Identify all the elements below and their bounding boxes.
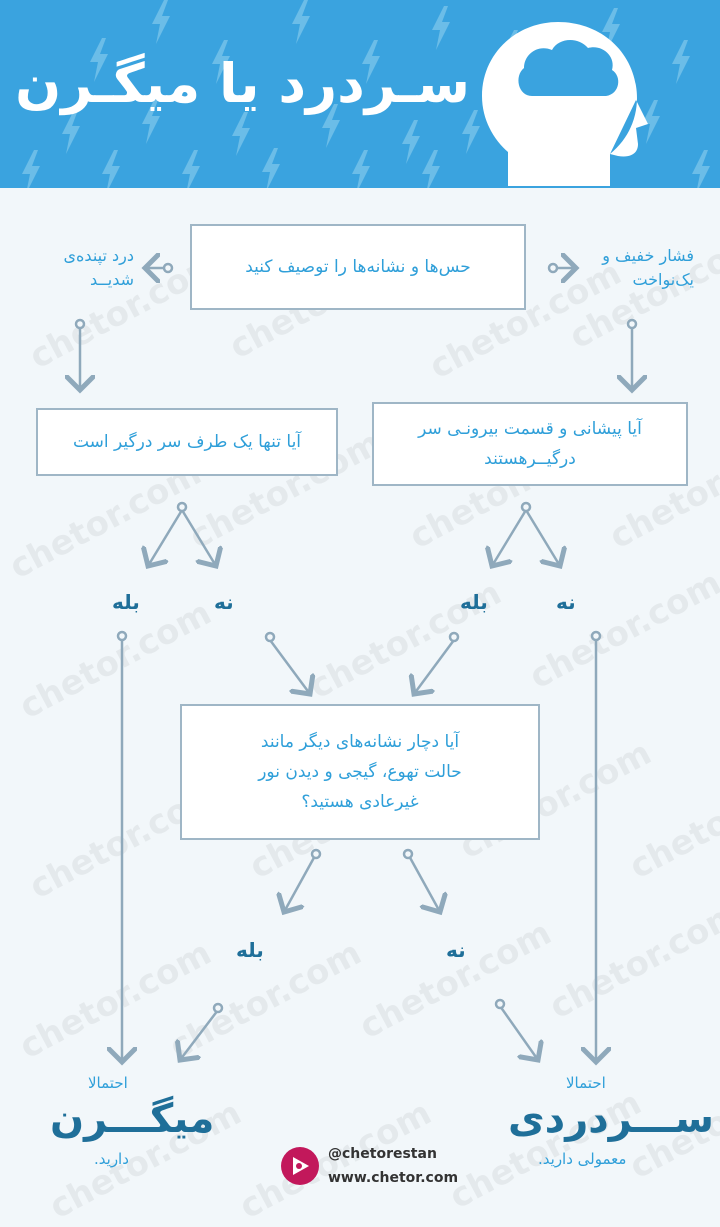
header-banner: سـردرد یا میگـرن — [0, 0, 720, 188]
chetor-logo-icon — [281, 1147, 319, 1185]
right-option-label: فشار خفیف و یک‌نواخت — [602, 246, 694, 289]
page-title: سـردرد یا میگـرن — [15, 52, 470, 115]
lightning-bolt-icon — [182, 150, 200, 188]
lightning-bolt-icon — [692, 150, 710, 188]
headache-prefix: احتمالا — [566, 1074, 606, 1092]
lightning-bolt-icon — [152, 0, 170, 44]
lightning-bolt-icon — [402, 120, 420, 164]
lightning-bolt-icon — [602, 8, 620, 52]
lightning-bolt-icon — [352, 150, 370, 188]
lightning-bolt-icon — [262, 148, 280, 188]
migraine-suffix: دارید. — [94, 1150, 129, 1168]
migraine-result-title: میگـــرن — [50, 1096, 215, 1142]
middle-yes-label: بله — [236, 938, 264, 962]
headache-suffix: معمولی دارید. — [538, 1150, 627, 1168]
left-yes-label: بله — [112, 590, 140, 614]
left-option-label: درد تپنده‌ی شدیــد — [63, 246, 134, 289]
lightning-bolt-icon — [322, 104, 340, 148]
head-with-cloud-icon — [482, 22, 648, 186]
right-question-box: آیا پیشانی و قسمت بیرونـی سر درگیــرهستن… — [372, 402, 688, 486]
middle-question-box: آیا دچار نشانه‌های دیگر مانند حالت تهوع،… — [180, 704, 540, 840]
lightning-bolt-icon — [292, 0, 310, 44]
lightning-bolt-icon — [62, 110, 80, 154]
lightning-bolt-icon — [462, 110, 480, 154]
start-box: حس‌ها و نشانه‌ها را توصیف کنید — [190, 224, 526, 310]
lightning-bolt-icon — [642, 100, 660, 144]
lightning-bolt-icon — [672, 40, 690, 84]
lightning-bolt-icon — [232, 112, 250, 156]
right-yes-label: بله — [460, 590, 488, 614]
brand-handle: @chetorestan — [328, 1146, 437, 1162]
right-no-label: نه — [556, 590, 576, 614]
lightning-bolt-icon — [90, 38, 108, 82]
headache-result-title: ســـردردی — [508, 1096, 714, 1142]
lightning-bolt-icon — [102, 150, 120, 188]
lightning-bolt-icon — [432, 6, 450, 50]
migraine-prefix: احتمالا — [88, 1074, 128, 1092]
lightning-bolt-icon — [142, 100, 160, 144]
lightning-bolt-icon — [362, 40, 380, 84]
lightning-bolt-icon — [212, 40, 230, 84]
lightning-bolt-icon — [422, 150, 440, 188]
lightning-bolt-icon — [22, 150, 40, 188]
left-question-box: آیا تنها یک طرف سر درگیر است — [36, 408, 338, 476]
middle-no-label: نه — [446, 938, 466, 962]
brand-url[interactable]: www.chetor.com — [328, 1170, 459, 1186]
left-no-label: نه — [214, 590, 234, 614]
